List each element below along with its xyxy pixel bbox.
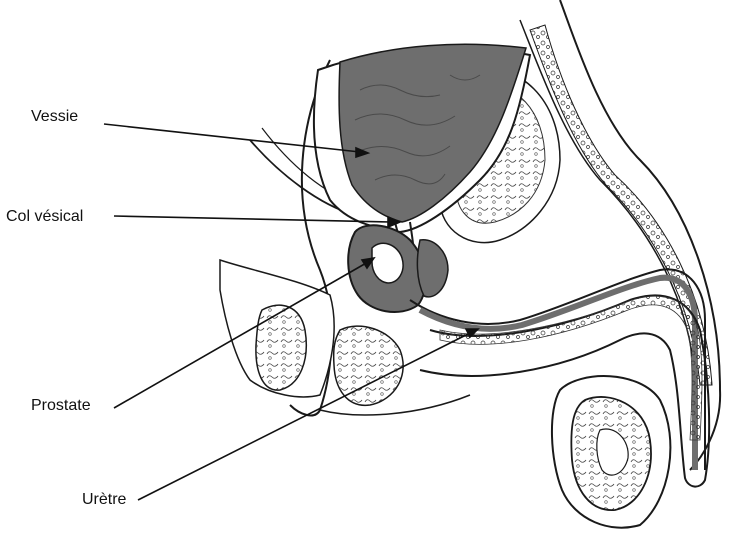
label-col-vesical: Col vésical	[6, 208, 83, 226]
label-vessie: Vessie	[31, 108, 78, 126]
label-prostate: Prostate	[31, 397, 91, 415]
prostate-lobe-right	[417, 240, 448, 297]
bulb	[334, 326, 403, 405]
label-uretre: Urètre	[82, 491, 126, 509]
